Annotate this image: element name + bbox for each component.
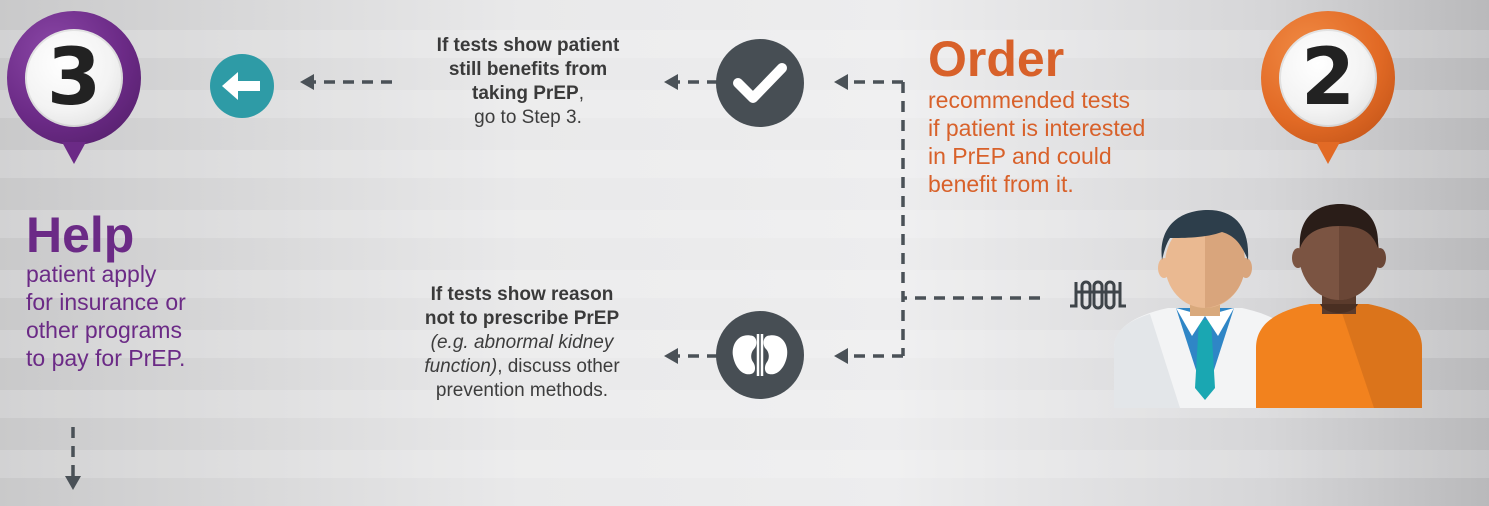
step-3-description: patient apply for insurance or other pro… <box>26 261 186 371</box>
step-3-title: Help <box>26 207 135 263</box>
step-3-pointer <box>62 142 86 164</box>
arrow-left-icon <box>210 54 274 118</box>
step-3-badge: 3 <box>7 11 141 145</box>
outcome-fail-text: If tests show reason not to prescribe Pr… <box>424 284 620 401</box>
step-2-badge: 2 <box>1261 11 1395 145</box>
patient-icon <box>1256 204 1422 408</box>
step-2-description: recommended tests if patient is interest… <box>928 87 1146 197</box>
step-2-title: Order <box>928 31 1065 87</box>
step-2-pointer <box>1316 142 1340 164</box>
kidney-icon <box>716 311 804 399</box>
outcome-pass-text: If tests show patient still benefits fro… <box>436 35 620 128</box>
test-tubes-icon <box>1070 280 1126 310</box>
step-2-number: 2 <box>1279 29 1377 127</box>
checkmark-icon <box>716 39 804 127</box>
doctor-icon <box>1114 210 1296 408</box>
step-3-number: 3 <box>25 29 123 127</box>
